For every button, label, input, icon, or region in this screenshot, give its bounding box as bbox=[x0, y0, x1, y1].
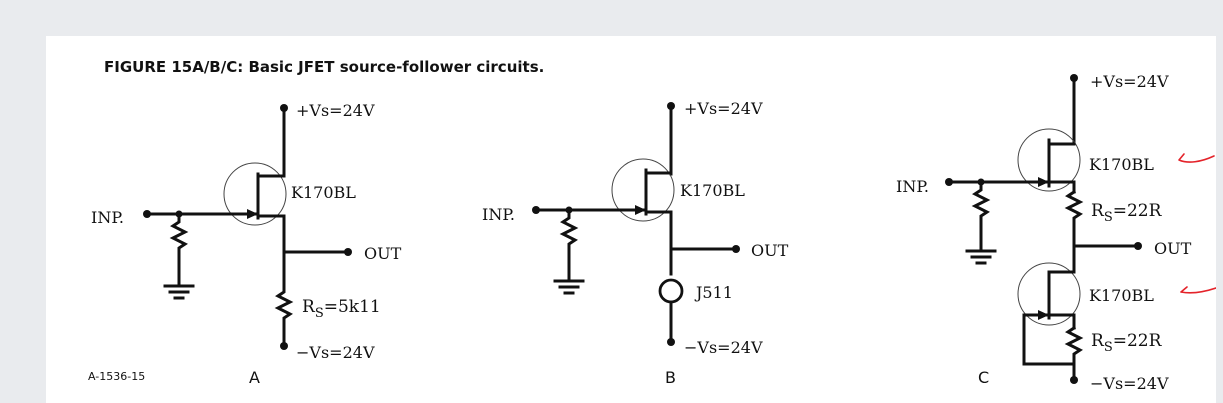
j511-diode-icon bbox=[658, 278, 684, 304]
jfet-envelope bbox=[223, 162, 287, 226]
jfet-bottom-k170bl bbox=[1017, 262, 1081, 326]
output-terminal bbox=[732, 245, 740, 253]
output-label: OUT bbox=[364, 244, 402, 263]
figure-code: A-1536-15 bbox=[88, 370, 145, 383]
gate-arrow-icon bbox=[1038, 310, 1049, 320]
output-terminal bbox=[1134, 242, 1142, 250]
figure-sheet: FIGURE 15A/B/C: Basic JFET source-follow… bbox=[46, 36, 1216, 403]
jfet-bottom-label: K170BL bbox=[1089, 286, 1154, 305]
supply-positive-label: +Vs=24V bbox=[296, 101, 375, 120]
rs-top-label: RS=22R bbox=[1091, 201, 1163, 225]
jfet-label: K170BL bbox=[680, 181, 745, 200]
circuit-letter: B bbox=[665, 368, 676, 387]
supply-negative-label: −Vs=24V bbox=[1090, 374, 1169, 393]
schematic-diagram: FIGURE 15A/B/C: Basic JFET source-follow… bbox=[88, 58, 1216, 393]
supply-terminal bbox=[667, 338, 675, 346]
ground-icon bbox=[163, 284, 195, 300]
gate-arrow-icon bbox=[1038, 177, 1049, 187]
resistor-rs-bottom bbox=[1064, 325, 1084, 382]
resistor-rs-top bbox=[1064, 189, 1084, 274]
gate-feedback-wire bbox=[1022, 313, 1076, 366]
jfet-label: K170BL bbox=[291, 183, 356, 202]
supply-negative-label: −Vs=24V bbox=[296, 343, 375, 362]
ground-icon bbox=[965, 249, 997, 265]
jfet-k170bl bbox=[187, 162, 287, 226]
input-resistor bbox=[559, 208, 579, 283]
jfet-envelope bbox=[1017, 262, 1081, 326]
circuit-b: +Vs=24V K170BL OUT J511 −Vs=24V INP. bbox=[482, 99, 789, 387]
annotation-mark-icon bbox=[1178, 153, 1215, 163]
current-source-label: J511 bbox=[694, 283, 733, 302]
output-label: OUT bbox=[1154, 239, 1192, 258]
supply-positive-label: +Vs=24V bbox=[1090, 72, 1169, 91]
supply-terminal bbox=[1070, 74, 1078, 82]
input-label: INP. bbox=[91, 208, 124, 227]
supply-terminal bbox=[280, 342, 288, 350]
input-resistor bbox=[169, 212, 189, 288]
circuit-letter: A bbox=[249, 368, 260, 387]
gate-arrow-icon bbox=[635, 205, 646, 215]
rs-label: RS=5k11 bbox=[302, 297, 381, 321]
supply-terminal bbox=[1070, 376, 1078, 384]
figure-caption: FIGURE 15A/B/C: Basic JFET source-follow… bbox=[104, 58, 544, 76]
annotation-mark-icon bbox=[1180, 286, 1216, 294]
jfet-envelope bbox=[611, 158, 675, 222]
ground-icon bbox=[553, 279, 585, 295]
supply-positive-label: +Vs=24V bbox=[684, 99, 763, 118]
rs-bottom-label: RS=22R bbox=[1091, 331, 1163, 355]
output-label: OUT bbox=[751, 241, 789, 260]
circuit-letter: C bbox=[978, 368, 989, 387]
supply-negative-label: −Vs=24V bbox=[684, 338, 763, 357]
input-label: INP. bbox=[896, 177, 929, 196]
resistor-rs bbox=[274, 284, 294, 348]
jfet-envelope bbox=[1017, 128, 1081, 192]
gate-arrow-icon bbox=[247, 209, 258, 219]
input-resistor bbox=[971, 180, 991, 253]
supply-terminal bbox=[667, 102, 675, 110]
circuit-c: +Vs=24V K170BL RS=22R OUT K170B bbox=[896, 72, 1216, 393]
supply-terminal bbox=[280, 104, 288, 112]
jfet-k170bl bbox=[574, 158, 675, 222]
jfet-top-k170bl bbox=[979, 128, 1081, 192]
jfet-top-label: K170BL bbox=[1089, 155, 1154, 174]
output-terminal bbox=[344, 248, 352, 256]
input-label: INP. bbox=[482, 205, 515, 224]
circuit-a: +Vs=24V K170BL OUT RS=5k11 −Vs=24V INP. bbox=[91, 101, 402, 387]
